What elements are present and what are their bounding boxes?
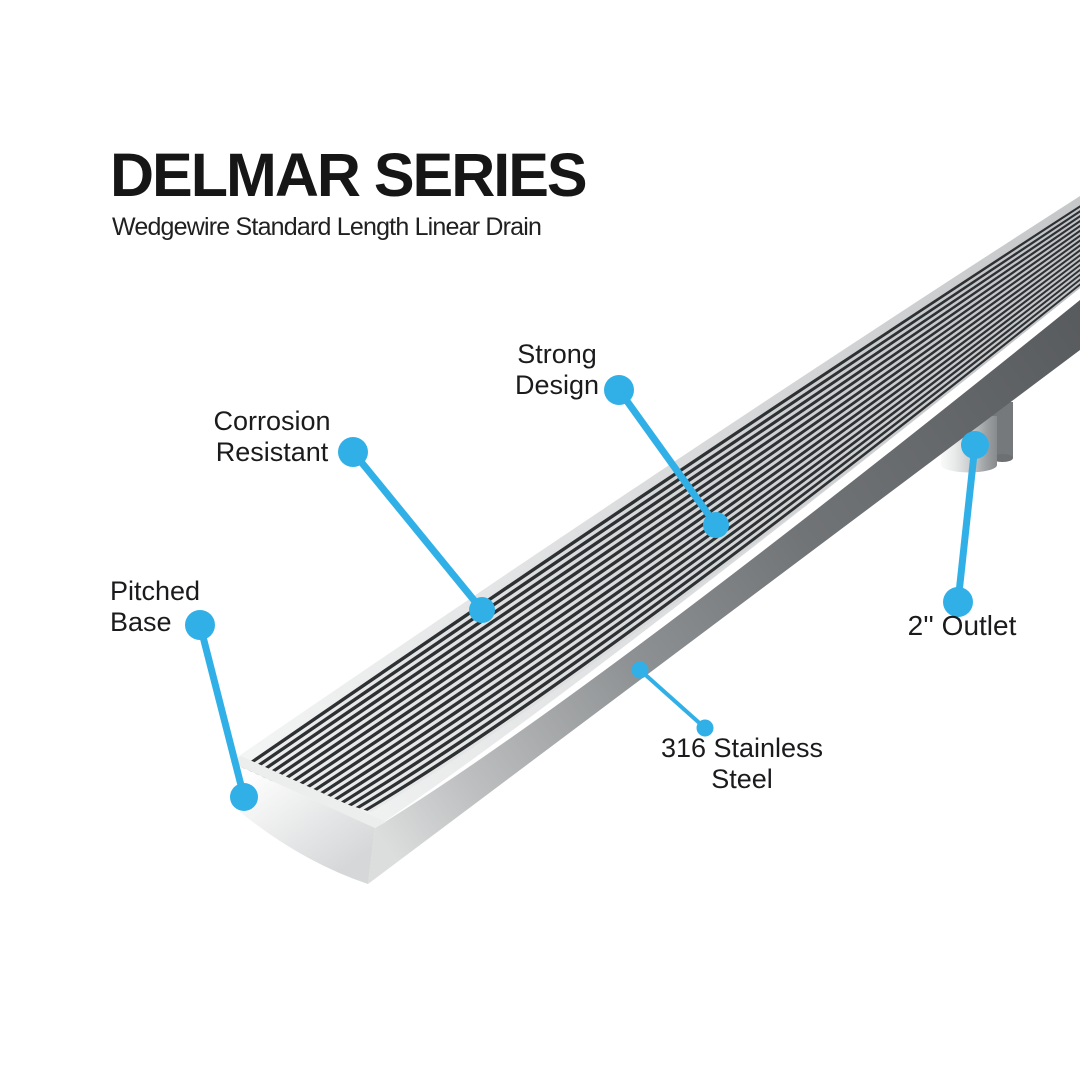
callout-dot-strong-design-label (604, 375, 634, 405)
callout-line-stainless-steel (638, 668, 707, 730)
pipe-rear-slab (992, 402, 1013, 458)
callout-label-strong-design: Strong Design (467, 339, 647, 401)
callout-dot-stainless-steel-label (696, 719, 714, 737)
callout-text-line: Base (110, 607, 172, 637)
callout-line-outlet (954, 444, 979, 603)
callout-text-line: Resistant (215, 437, 329, 467)
callout-dot-pitched-base-target (230, 783, 258, 811)
wedge-wire-slot (253, 215, 1080, 777)
callout-text-line: Strong (517, 339, 597, 369)
callout-line-pitched-base (196, 624, 248, 798)
callout-text-line: 316 Stainless (660, 733, 824, 763)
callout-text-line: Steel (711, 764, 773, 794)
wedge-wire-slot (245, 210, 1080, 774)
wedge-wire-slot (276, 229, 1080, 784)
callout-text-line: 2'' Outlet (907, 610, 1017, 641)
page-subtitle: Wedgewire Standard Length Linear Drain (112, 213, 542, 241)
drain-side-face (368, 300, 1080, 884)
callout-dot-corrosion-resistant-label (338, 437, 368, 467)
callout-text-line: Design (514, 370, 600, 400)
callout-text-line: Pitched (110, 576, 201, 606)
drain-end-frame (230, 756, 386, 828)
callout-label-outlet: 2'' Outlet (862, 610, 1062, 641)
wedge-wire-slot (261, 219, 1080, 779)
callout-text-line: Corrosion (213, 406, 331, 436)
callout-dot-pitched-base-label (185, 610, 215, 640)
pipe-rear-slab-bottom (992, 454, 1013, 462)
pipe-bottom (941, 457, 997, 473)
wedge-wires (237, 205, 1080, 811)
drain-end-cap (229, 762, 375, 884)
callout-line-strong-design (616, 387, 719, 528)
callout-line-corrosion-resistant (350, 449, 485, 613)
wedge-wire-slot (268, 224, 1080, 782)
callout-label-corrosion-resistant: Corrosion Resistant (177, 406, 367, 468)
callout-dot-strong-design-target (703, 512, 729, 538)
header: DELMAR SERIES Wedgewire Standard Length … (110, 141, 588, 242)
page-title: DELMAR SERIES (110, 141, 588, 209)
callout-dot-stainless-steel-target (631, 661, 649, 679)
callout-dot-corrosion-resistant-target (469, 597, 495, 623)
callout-label-pitched-base: Pitched Base (110, 576, 250, 638)
callout-dot-outlet-label (943, 587, 973, 617)
callout-dot-outlet-target (961, 431, 989, 459)
callout-connectors (185, 375, 989, 811)
callout-label-stainless-steel: 316 Stainless Steel (612, 733, 872, 795)
wedge-wire-slot (237, 205, 1080, 772)
